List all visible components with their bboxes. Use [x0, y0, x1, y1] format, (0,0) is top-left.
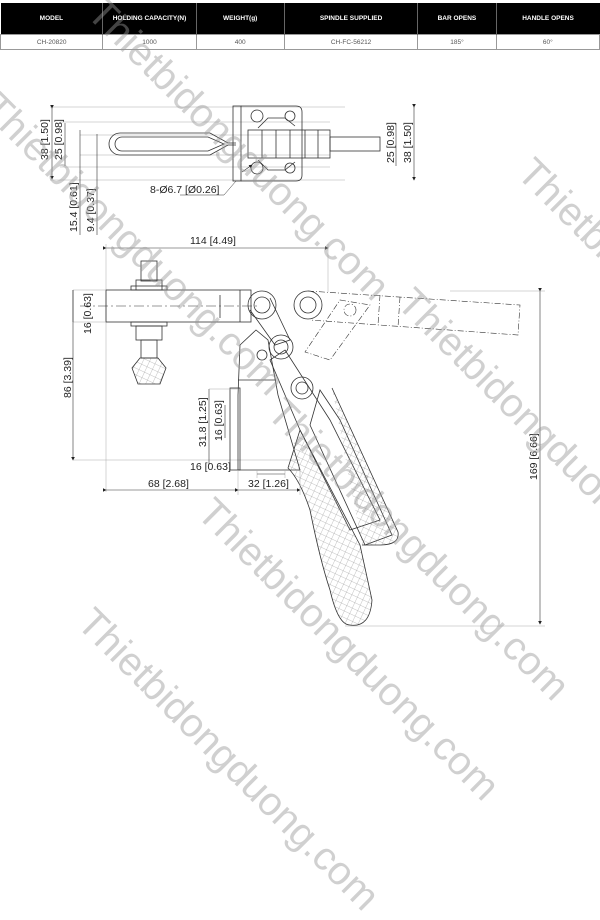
technical-drawing: 38 [1.50] 25 [0.98] 15.4 [0.61] 9.4 [0.3… — [39, 104, 545, 627]
cell-holding-capacity: 1000 — [102, 34, 197, 50]
dim-offset-b: 9.4 [0.37] — [85, 188, 97, 232]
dim-inner-height-left: 25 [0.98] — [53, 119, 65, 160]
dim-base-distance: 68 [2.68] — [148, 478, 189, 490]
header-bar-opens: BAR OPENS — [417, 3, 497, 35]
dim-base-offset: 16 [0.63] — [190, 461, 231, 473]
spec-table: MODEL HOLDING CAPACITY(N) WEIGHT(g) SPIN… — [0, 3, 600, 50]
dim-base-height: 31.8 [1.25] — [197, 397, 209, 447]
side-view — [71, 244, 545, 627]
header-weight: WEIGHT(g) — [195, 3, 285, 35]
header-handle-opens: HANDLE OPENS — [495, 3, 600, 35]
cell-handle-opens: 60° — [495, 34, 600, 50]
dim-bar-length: 114 [4.49] — [190, 235, 236, 247]
header-spindle: SPINDLE SUPPLIED — [283, 3, 418, 35]
dim-hole-spacing: 32 [1.26] — [248, 478, 289, 490]
cell-spindle: CH-FC-56212 — [283, 34, 419, 50]
dim-inner-height-right: 25 [0.98] — [385, 122, 397, 163]
header-model: MODEL — [0, 3, 103, 35]
top-view — [50, 104, 416, 235]
dim-bar-thickness: 16 [0.63] — [82, 293, 94, 334]
cell-model: CH-20820 — [0, 34, 104, 50]
dim-overall-height-right: 38 [1.50] — [402, 122, 414, 163]
cell-weight: 400 — [195, 34, 285, 50]
dim-holes: 8-Ø6.7 [Ø0.26] — [150, 184, 220, 196]
header-holding-capacity: HOLDING CAPACITY(N) — [102, 3, 197, 35]
dim-total-height-left: 86 [3.39] — [62, 357, 74, 398]
spec-header-row: MODEL HOLDING CAPACITY(N) WEIGHT(g) SPIN… — [0, 3, 600, 35]
dim-base-inner: 16 [0.63] — [213, 400, 225, 441]
dim-offset-a: 15.4 [0.61] — [68, 182, 80, 232]
spec-data-row: CH-20820 1000 400 CH-FC-56212 185° 60° — [0, 34, 600, 50]
dim-overall-height-left: 38 [1.50] — [39, 119, 51, 160]
dim-handle-height: 169 [6.66] — [528, 433, 540, 480]
